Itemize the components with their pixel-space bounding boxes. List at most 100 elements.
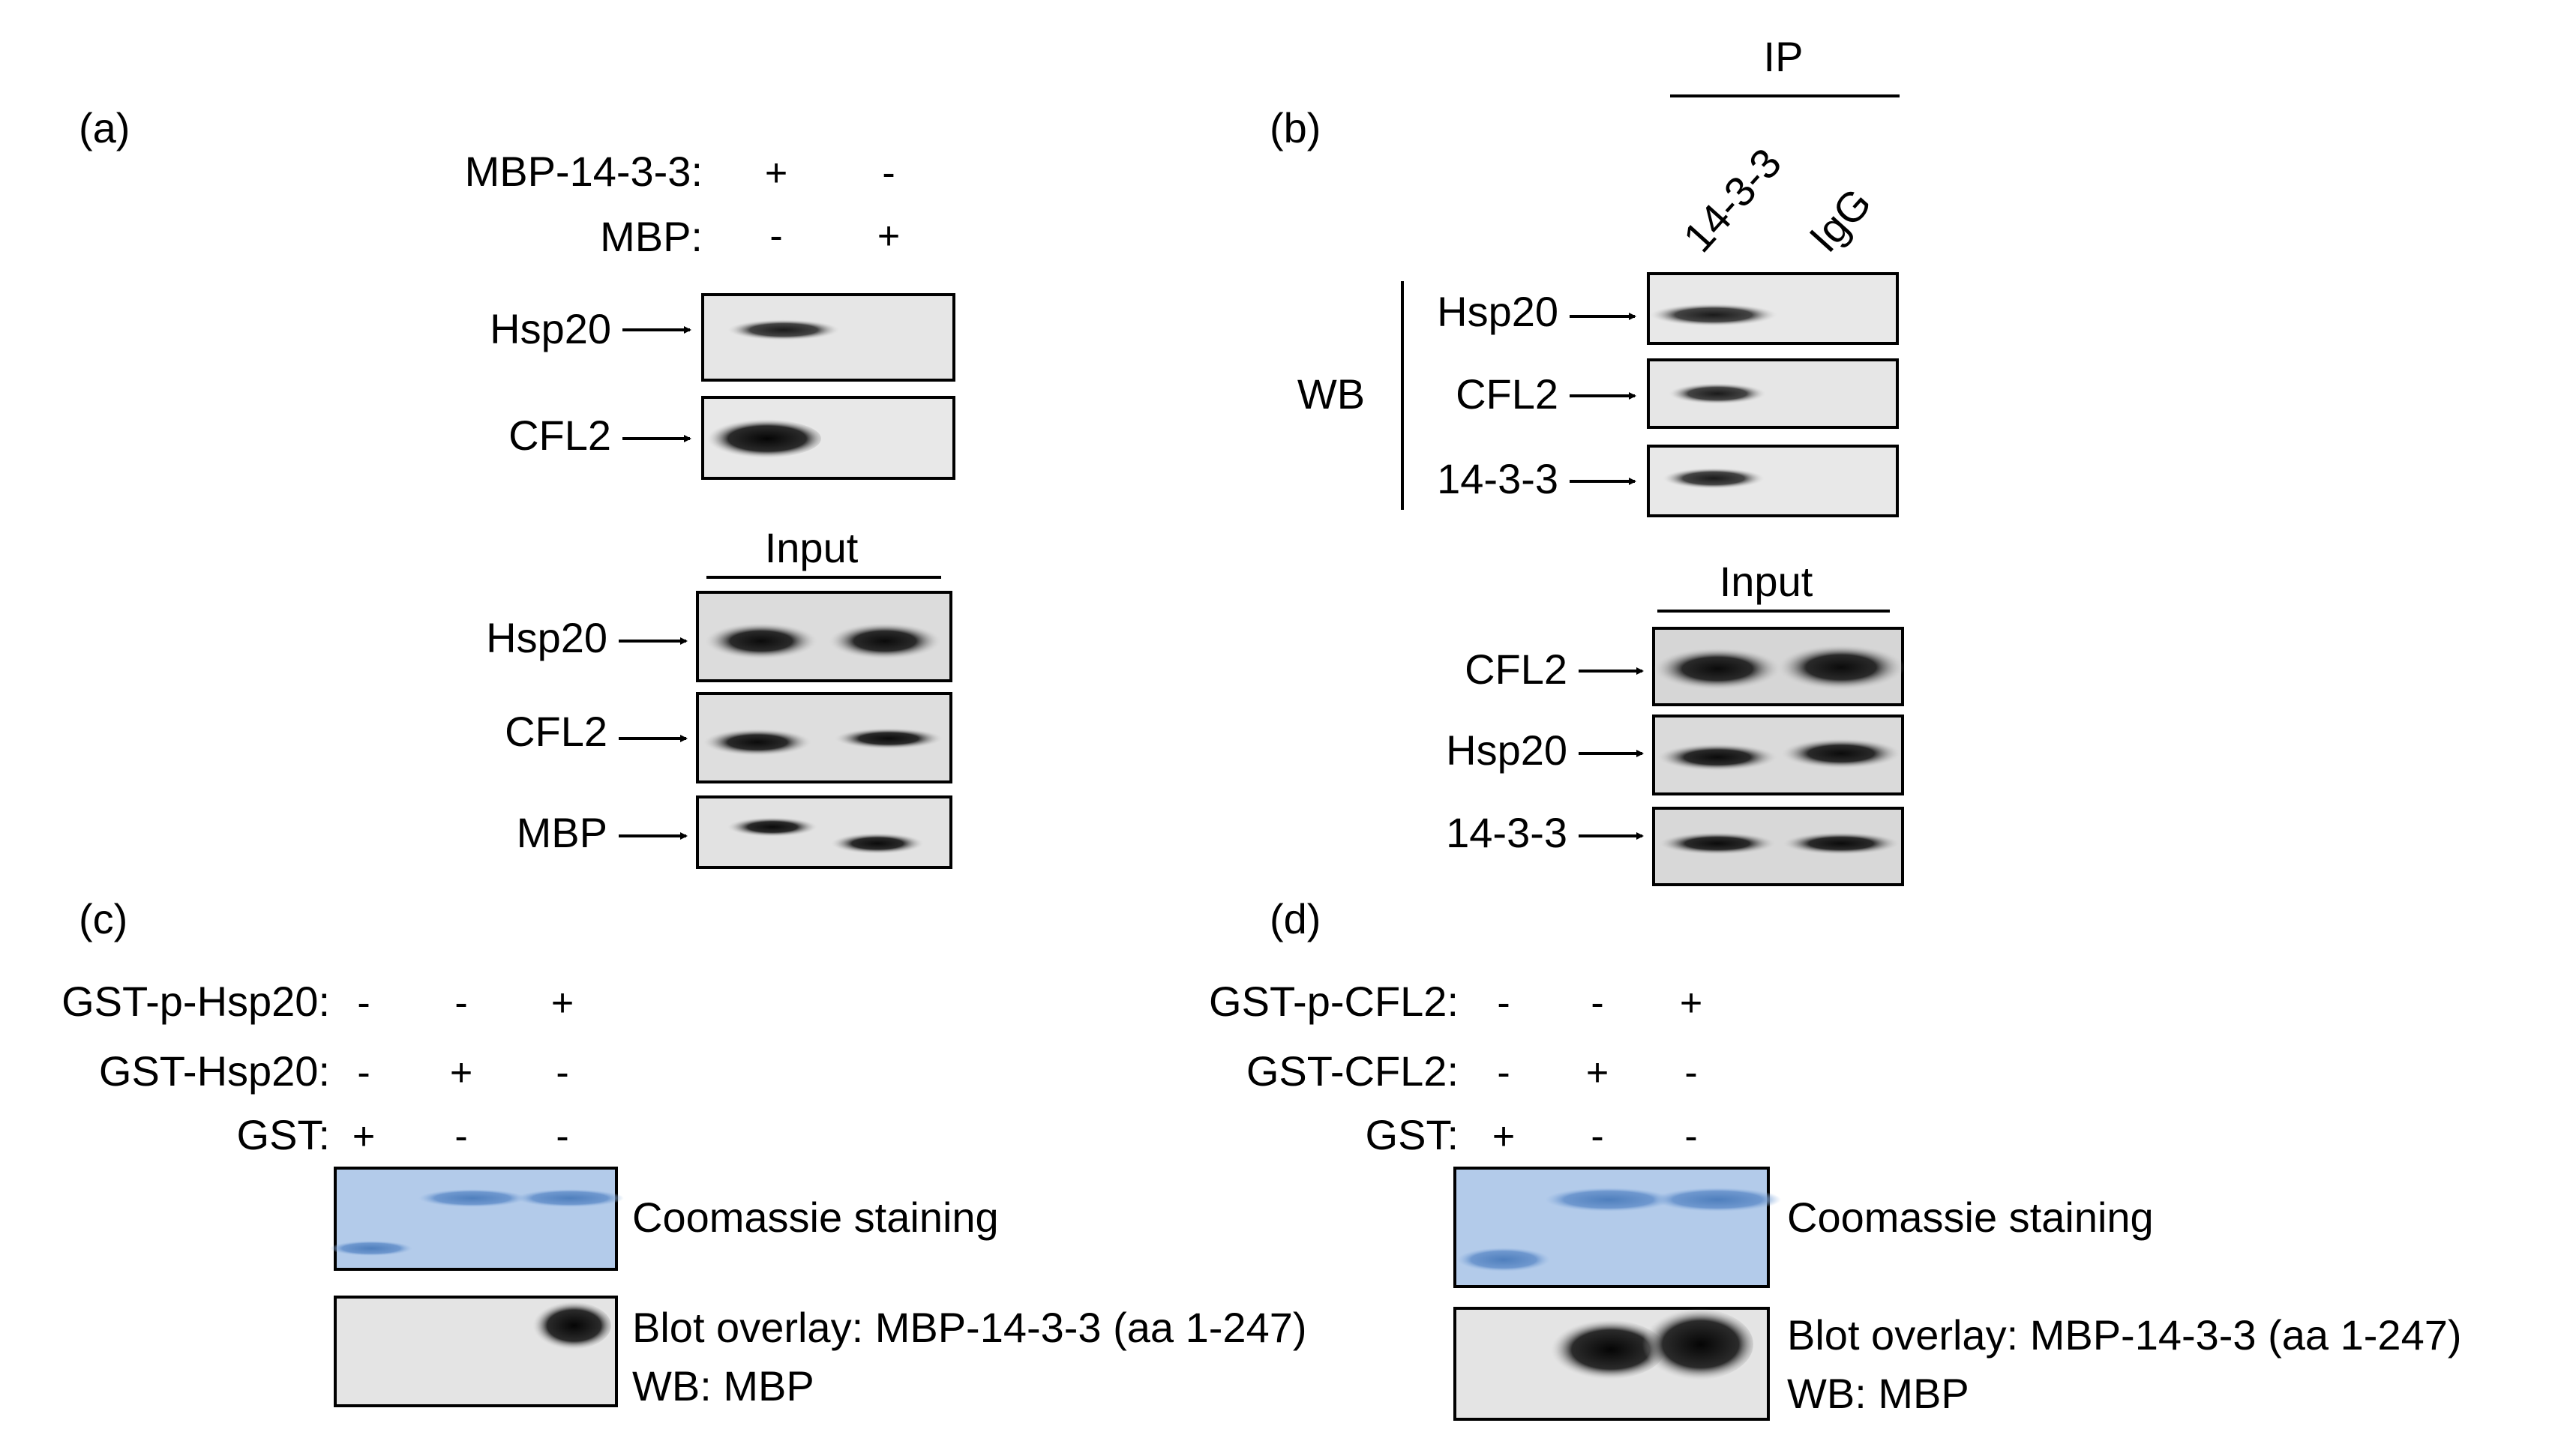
panel-d-stain-label: Coomassie staining (1787, 1194, 2154, 1241)
band (701, 419, 821, 458)
panel-b-input3-label: 14-3-3 (1446, 809, 1567, 856)
band (1777, 645, 1905, 690)
panel-a: (a) MBP-14-3-3: + - MBP: - + Hsp20 CFL2 … (79, 104, 955, 869)
panel-a-row2-sign-lane1: - (769, 214, 782, 258)
panel-d-letter: (d) (1270, 895, 1321, 942)
panel-a-input3-label: MBP (517, 809, 607, 856)
band (1654, 1188, 1781, 1212)
panel-d-row2-sign-2: + (1586, 1051, 1609, 1095)
panel-b: (b) IP 14-3-3 IgG WB Hsp20 CFL2 14-3-3 I… (1270, 33, 1905, 886)
panel-c-row2-label: GST-Hsp20: (99, 1047, 330, 1095)
panel-b-ip-title: IP (1764, 33, 1804, 80)
panel-a-blot2-label: CFL2 (508, 412, 611, 459)
band (1654, 648, 1781, 690)
panel-b-input-14-3-3 (1652, 807, 1904, 886)
panel-b-input-hsp20 (1652, 715, 1904, 795)
panel-d-row2-label: GST-CFL2: (1246, 1047, 1459, 1095)
panel-c-row1-label: GST-p-Hsp20: (61, 978, 330, 1025)
panel-b-blot-cfl2 (1647, 358, 1899, 429)
panel-a-blot-hsp20 (701, 293, 955, 382)
panel-c-letter: (c) (79, 895, 127, 942)
panel-c-row3-sign-2: - (454, 1115, 467, 1158)
panel-a-input-mbp (696, 795, 952, 869)
band (835, 728, 943, 749)
panel-d-row2-sign-3: - (1684, 1051, 1697, 1095)
panel-d-row1-sign-1: - (1497, 981, 1510, 1025)
panel-a-blot1-label: Hsp20 (490, 305, 611, 352)
panel-b-blot2-label: CFL2 (1456, 370, 1558, 418)
panel-d-row3-sign-3: - (1684, 1115, 1697, 1158)
band (330, 1241, 412, 1256)
panel-d-overlay-line2: WB: MBP (1787, 1370, 1969, 1417)
panel-b-letter: (b) (1270, 104, 1321, 151)
panel-d-overlay-line1: Blot overlay: MBP-14-3-3 (aa 1-247) (1787, 1311, 2462, 1359)
panel-c-row3-sign-1: + (352, 1115, 375, 1158)
panel-a-input-hsp20 (696, 591, 952, 682)
panel-c-row1-sign-3: + (551, 981, 574, 1025)
panel-b-input2-label: Hsp20 (1446, 727, 1567, 774)
panel-a-input2-label: CFL2 (505, 708, 607, 755)
panel-a-letter: (a) (79, 104, 130, 151)
panel-d-row3-sign-2: - (1591, 1115, 1603, 1158)
band (1781, 738, 1901, 768)
panel-c-row2-sign-2: + (450, 1051, 472, 1095)
band (705, 623, 817, 659)
band (1457, 1248, 1550, 1272)
band (1545, 1320, 1665, 1380)
band (1659, 832, 1776, 855)
panel-c-overlay-line2: WB: MBP (632, 1362, 814, 1410)
panel-b-input1-label: CFL2 (1465, 646, 1567, 693)
band (1783, 832, 1900, 855)
panel-a-input-cfl2 (696, 692, 952, 783)
panel-d-row3-sign-1: + (1492, 1115, 1515, 1158)
panel-d-overlay-blot (1453, 1307, 1770, 1421)
panel-c-row3-sign-3: - (556, 1115, 568, 1158)
band (727, 817, 817, 837)
panel-a-row2-label: MBP: (600, 213, 703, 260)
panel-b-wb-label: WB (1297, 370, 1365, 418)
panel-c-overlay-blot (334, 1296, 618, 1407)
panel-b-blot1-label: Hsp20 (1437, 288, 1558, 335)
panel-d-row1-sign-3: + (1680, 981, 1702, 1025)
panel-c-row2-sign-1: - (357, 1051, 370, 1095)
band (1657, 744, 1777, 771)
band (516, 1189, 624, 1207)
panel-b-lane-label-1: 14-3-3 (1674, 139, 1790, 261)
band (1545, 1188, 1672, 1212)
panel-c-row2-sign-3: - (556, 1051, 568, 1095)
panel-c-row3-label: GST: (237, 1111, 330, 1158)
panel-b-blot3-label: 14-3-3 (1437, 455, 1558, 502)
panel-a-row1-sign-lane2: - (882, 151, 895, 195)
panel-d-row1-sign-2: - (1591, 981, 1603, 1025)
panel-c-overlay-line1: Blot overlay: MBP-14-3-3 (aa 1-247) (632, 1304, 1307, 1351)
panel-c-row1-sign-2: - (454, 981, 467, 1025)
panel-a-input-title: Input (765, 524, 859, 571)
band (831, 833, 924, 854)
panel-a-input1-label: Hsp20 (486, 614, 607, 661)
band (1650, 304, 1777, 326)
panel-a-row1-label: MBP-14-3-3: (465, 148, 703, 195)
panel-a-row2-sign-lane2: + (877, 214, 900, 258)
panel-a-blot-cfl2 (701, 396, 955, 480)
band (529, 1302, 611, 1350)
band (418, 1189, 526, 1207)
band (1636, 1308, 1753, 1380)
band (703, 729, 811, 756)
panel-b-lane-label-2: IgG (1800, 179, 1880, 261)
panel-b-blot-14-3-3 (1647, 445, 1899, 517)
panel-d-row1-label: GST-p-CFL2: (1209, 978, 1459, 1025)
panel-a-row1-sign-lane1: + (765, 151, 787, 195)
panel-c: (c) GST-p-Hsp20: - - + GST-Hsp20: - + - … (61, 895, 1306, 1410)
panel-d-row2-sign-1: - (1497, 1051, 1510, 1095)
panel-c-coomassie-gel (330, 1167, 624, 1271)
band (1669, 383, 1766, 404)
panel-d-coomassie-gel (1453, 1167, 1781, 1288)
band (1663, 468, 1765, 489)
panel-b-input-cfl2 (1652, 627, 1905, 706)
band (727, 319, 840, 340)
panel-d-row3-label: GST: (1366, 1111, 1459, 1158)
panel-d: (d) GST-p-CFL2: - - + GST-CFL2: - + - GS… (1209, 895, 2462, 1421)
panel-b-blot-hsp20 (1647, 272, 1899, 345)
panel-c-stain-label: Coomassie staining (632, 1194, 999, 1241)
